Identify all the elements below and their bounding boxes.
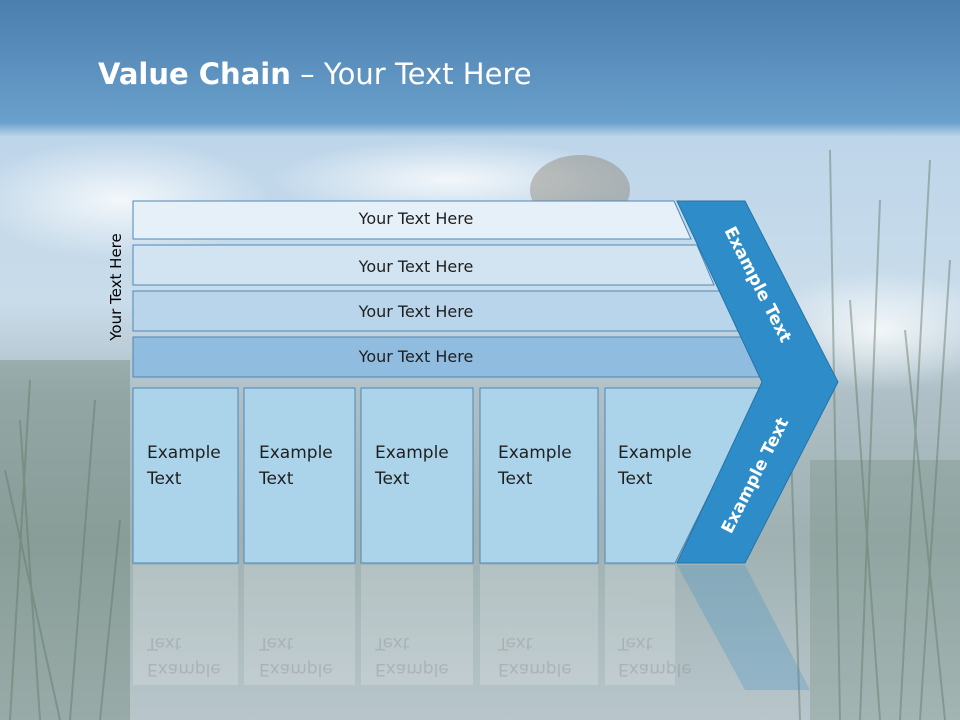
cell-text-4: Example Text	[498, 440, 572, 492]
title-separator: –	[290, 57, 324, 91]
cell-text-5: Example Text	[618, 440, 692, 492]
reflection-text-1: Example Text	[147, 630, 221, 682]
cell-2-line1: Example	[259, 443, 333, 463]
cell-4-line1: Example	[498, 443, 572, 463]
reflection-text-2: Example Text	[259, 630, 333, 682]
cell-5[interactable]	[604, 387, 763, 564]
cell-4-line2: Text	[498, 469, 533, 489]
reflection-4-line2: Text	[498, 633, 533, 653]
reflection-5-line1: Example	[618, 659, 692, 679]
slide-title: Value Chain – Your Text Here	[98, 54, 532, 94]
cell-1-line2: Text	[147, 469, 182, 489]
cell-1[interactable]	[132, 387, 239, 564]
cell-3[interactable]	[360, 387, 474, 564]
reflection-1-line1: Example	[147, 659, 221, 679]
reflection-text-5: Example Text	[618, 630, 692, 682]
cell-4[interactable]	[479, 387, 599, 564]
chevron-reflection	[677, 565, 810, 690]
cell-text-3: Example Text	[375, 440, 449, 492]
title-rest: Your Text Here	[323, 57, 532, 91]
row-label-1: Your Text Here	[358, 209, 474, 228]
reflection-3-line1: Example	[375, 659, 449, 679]
reflection-3-line2: Text	[375, 633, 410, 653]
reflection-5-line2: Text	[618, 633, 653, 653]
cell-5-line2: Text	[618, 469, 653, 489]
reflection-2-line2: Text	[259, 633, 294, 653]
cell-2-line2: Text	[259, 469, 294, 489]
row-label-3: Your Text Here	[358, 302, 474, 321]
row-label-2: Your Text Here	[358, 257, 474, 276]
row-bar-2[interactable]	[132, 244, 715, 286]
cell-text-1: Example Text	[147, 440, 221, 492]
reflection-1-line2: Text	[147, 633, 182, 653]
reflection-text-3: Example Text	[375, 630, 449, 682]
cell-2[interactable]	[243, 387, 356, 564]
cell-3-line1: Example	[375, 443, 449, 463]
margin-chevron[interactable]	[676, 200, 839, 564]
cell-text-2: Example Text	[259, 440, 333, 492]
row-bar-1[interactable]	[132, 200, 692, 240]
title-bold: Value Chain	[98, 57, 291, 91]
row-label-4: Your Text Here	[358, 347, 474, 366]
reflection-2-line1: Example	[259, 659, 333, 679]
cell-3-line2: Text	[375, 469, 410, 489]
cell-5-line1: Example	[618, 443, 692, 463]
cell-1-line1: Example	[147, 443, 221, 463]
reflection-4-line1: Example	[498, 659, 572, 679]
reflection-text-4: Example Text	[498, 630, 572, 682]
reflection	[133, 565, 675, 685]
